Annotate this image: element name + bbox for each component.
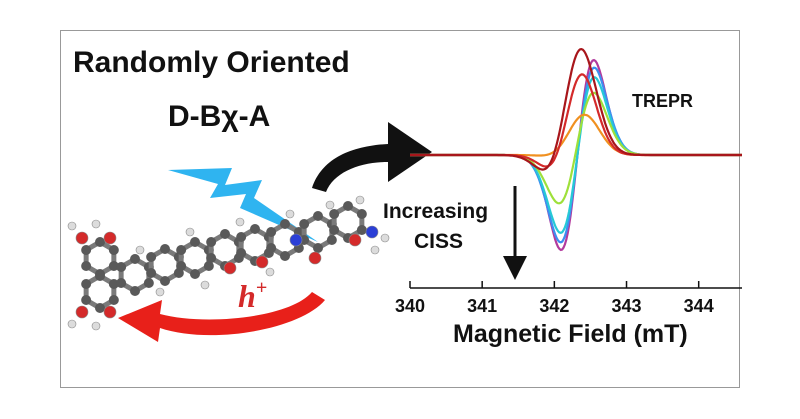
hydrogen-atom — [380, 233, 390, 243]
carbon-atom — [160, 244, 170, 254]
carbon-atom — [95, 237, 105, 247]
trepr-label: TREPR — [632, 91, 694, 111]
carbon-atom — [116, 262, 127, 272]
carbon-atom — [329, 225, 340, 235]
trepr-spectrum: 340 341 342 343 344 — [395, 47, 742, 316]
x-axis-label: Magnetic Field (mT) — [453, 320, 688, 348]
carbon-atom — [108, 245, 119, 255]
carbon-atom — [95, 303, 105, 313]
carbon-atom — [220, 229, 230, 239]
carbon-atom — [81, 245, 92, 255]
carbon-atom — [95, 271, 105, 281]
carbon-atom — [190, 237, 200, 247]
hole-label: h+ — [238, 277, 267, 314]
hydrogen-atom — [265, 267, 275, 277]
hydrogen-atom — [91, 219, 101, 229]
hydrogen-atom — [91, 321, 101, 331]
hydrogen-atom — [325, 200, 335, 210]
oxygen-atom — [103, 305, 117, 319]
x-tick-label: 343 — [611, 296, 641, 316]
carbon-atom — [326, 235, 337, 245]
carbon-atom — [130, 254, 140, 264]
hydrogen-atom — [67, 221, 77, 231]
carbon-atom — [190, 269, 200, 279]
annotation-increasing: Increasing — [383, 200, 489, 223]
carbon-atom — [146, 268, 157, 278]
carbon-atom — [116, 278, 127, 288]
oxygen-atom — [75, 305, 89, 319]
oxygen-atom — [223, 261, 237, 275]
title-line2: D-Bχ-A — [168, 100, 271, 133]
carbon-atom — [299, 219, 310, 229]
hydrogen-atom — [135, 245, 145, 255]
carbon-atom — [108, 295, 119, 305]
hydrogen-atom — [355, 195, 365, 205]
carbon-atom — [108, 261, 119, 271]
carbon-atom — [266, 243, 277, 253]
x-tick-label: 344 — [684, 296, 714, 316]
hydrogen-atom — [185, 227, 195, 237]
molecule-structure — [67, 195, 390, 331]
carbon-atom — [343, 201, 353, 211]
carbon-atom — [130, 286, 140, 296]
carbon-atom — [356, 209, 367, 219]
carbon-atom — [81, 295, 92, 305]
carbon-atom — [176, 261, 187, 271]
hole-transfer-arrow — [118, 292, 325, 342]
oxygen-atom — [103, 231, 117, 245]
carbon-atom — [236, 248, 247, 258]
nitrogen-atom — [365, 225, 379, 239]
carbon-atom — [329, 209, 340, 219]
hydrogen-atom — [155, 287, 165, 297]
carbon-atom — [313, 211, 323, 221]
carbon-atom — [143, 278, 154, 288]
oxygen-atom — [75, 231, 89, 245]
carbon-atom — [203, 261, 214, 271]
carbon-atom — [206, 237, 217, 247]
hydrogen-atom — [235, 217, 245, 227]
carbon-atom — [266, 227, 277, 237]
hydrogen-atom — [370, 245, 380, 255]
x-tick-label: 340 — [395, 296, 425, 316]
nitrogen-atom — [289, 233, 303, 247]
carbon-atom — [176, 245, 187, 255]
x-tick-label: 341 — [467, 296, 497, 316]
hydrogen-atom — [67, 319, 77, 329]
carbon-atom — [81, 261, 92, 271]
annotation-ciss: CISS — [414, 230, 464, 253]
oxygen-atom — [348, 233, 362, 247]
carbon-atom — [108, 279, 119, 289]
transition-arrow — [312, 122, 432, 192]
oxygen-atom — [255, 255, 269, 269]
hydrogen-atom — [285, 209, 295, 219]
carbon-atom — [160, 276, 170, 286]
carbon-atom — [280, 251, 290, 261]
carbon-atom — [356, 225, 367, 235]
carbon-atom — [146, 252, 157, 262]
carbon-atom — [236, 232, 247, 242]
x-tick-label: 342 — [539, 296, 569, 316]
carbon-atom — [81, 279, 92, 289]
carbon-atom — [280, 219, 290, 229]
carbon-atom — [206, 253, 217, 263]
carbon-atom — [250, 224, 260, 234]
carbon-atom — [313, 243, 323, 253]
oxygen-atom — [308, 251, 322, 265]
title-line1: Randomly Oriented — [73, 46, 350, 79]
hydrogen-atom — [200, 280, 210, 290]
spectrum-trace-7 — [410, 47, 742, 171]
